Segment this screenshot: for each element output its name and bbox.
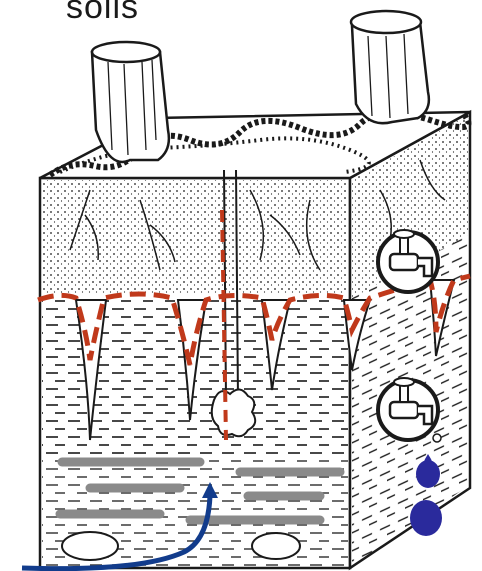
tree-stump-icon xyxy=(92,42,169,162)
tree-stump-icon xyxy=(351,11,429,123)
water-drop-icon xyxy=(410,500,442,536)
faucet-icon xyxy=(378,230,438,292)
soil-block-side xyxy=(350,112,470,568)
